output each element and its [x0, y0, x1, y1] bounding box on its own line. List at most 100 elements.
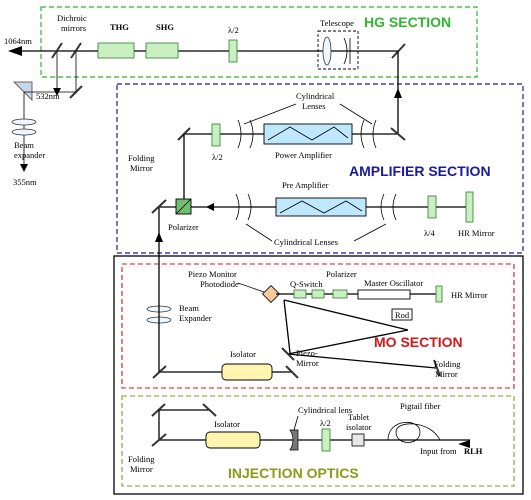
telescope-lens-2 — [343, 37, 351, 65]
label-telescope: Telescope — [320, 18, 354, 28]
amp-top-fold-mirror — [390, 127, 406, 141]
label-pigtail: Pigtail fiber — [400, 401, 441, 411]
label-folding-inj-2: Mirror — [130, 464, 153, 474]
q-switch — [293, 289, 307, 299]
rod-box — [391, 308, 413, 321]
injection-section-box — [121, 395, 515, 487]
label-folding-amp-2: Mirror — [130, 163, 153, 173]
piezo-monitor-pointer — [237, 282, 265, 293]
dichroic-mirror-2 — [70, 42, 82, 59]
power-amp-lens-r2 — [372, 119, 377, 149]
label-power-amp: Power Amplifier — [275, 150, 332, 160]
label-beam-exp-2: expander — [14, 150, 45, 160]
label-master-oscillator: Master Oscillator — [364, 278, 423, 288]
prism-355 — [13, 81, 33, 101]
polarizer-amp-diag — [175, 198, 192, 215]
pre-amp-lens-r1 — [380, 193, 385, 221]
label-tablet-1: Tablet — [348, 412, 370, 422]
label-hr-mirror-amp: HR Mirror — [458, 228, 495, 238]
cyl-lens-inj-pointer — [293, 415, 299, 431]
label-folding-amp-1: Folding — [128, 153, 155, 163]
shg-crystal — [145, 42, 179, 59]
label-beam-exp-mo-2: Expander — [179, 313, 212, 323]
cyl-bottom-pointer-right — [353, 223, 387, 242]
label-rod: Rod — [395, 310, 410, 320]
pre-amp-arrow — [206, 203, 214, 211]
inj-folding-mirror — [151, 433, 167, 447]
input-arrow — [458, 440, 470, 448]
amp-up-arrow — [155, 232, 163, 242]
power-amp-lens-l2 — [249, 119, 254, 149]
label-1064nm: 1064nm — [4, 36, 32, 46]
label-cyl-lens-inj: Cylindrical lens — [298, 405, 352, 415]
label-half-wave-inj: λ/2 — [320, 418, 331, 428]
label-thg: THG — [110, 22, 129, 32]
telescope-lens-1 — [322, 36, 332, 66]
telescope-box — [317, 30, 359, 70]
label-folding-inj-1: Folding — [128, 454, 155, 464]
label-hr-mirror-mo: HR Mirror — [451, 290, 488, 300]
power-amp-zigzag — [267, 126, 349, 141]
pre-amp-zigzag — [279, 200, 363, 214]
half-wave-plate-amp — [211, 123, 221, 147]
label-isolator-inj: Isolator — [214, 419, 240, 429]
label-beam-exp-mo-1: Beam — [179, 303, 199, 313]
mo-fold-beam-3 — [287, 353, 437, 369]
label-polarizer-amp: Polarizer — [168, 222, 199, 232]
tablet-isolator — [351, 433, 365, 447]
amplifier-section-box — [116, 83, 524, 254]
polarizer-mo — [332, 289, 348, 299]
label-quarter-wave: λ/4 — [424, 228, 435, 238]
mo-right-fold-mirror — [285, 365, 299, 379]
half-wave-plate-inj — [321, 428, 331, 452]
cyl-pointer-right — [339, 103, 373, 125]
label-mirrors: mirrors — [61, 23, 86, 33]
output-arrow — [8, 46, 22, 56]
injection-section-title: INJECTION OPTICS — [228, 465, 359, 481]
label-tablet-2: isolator — [346, 422, 372, 432]
power-amp-lens-r1 — [360, 119, 365, 149]
label-q-switch: Q-Switch — [290, 279, 323, 289]
pre-amp-crystal — [275, 197, 367, 217]
isolator-inj — [205, 431, 261, 449]
mo-folding-mirror — [433, 359, 441, 377]
beam-expander-lens-2 — [11, 128, 37, 136]
label-folding-mo-2: Mirror — [435, 369, 458, 379]
beam-arrow-up — [394, 88, 402, 98]
power-amp-crystal — [263, 123, 353, 145]
cyl-pointer-left — [243, 103, 297, 125]
label-shg: SHG — [156, 22, 174, 32]
label-rlh: RLH — [464, 446, 483, 456]
piezo-monitor-photodiode — [261, 284, 281, 304]
half-wave-plate-hg — [228, 39, 238, 63]
mo-fold-beam-2 — [287, 329, 409, 355]
pre-amp-lens-l2 — [247, 193, 252, 221]
label-pre-amp: Pre Amplifier — [282, 180, 329, 190]
q-switch-2 — [311, 289, 325, 299]
mo-section-box — [121, 263, 515, 389]
label-folding-mo-1: Folding — [434, 359, 461, 369]
master-oscillator-rod — [357, 289, 411, 300]
hr-mirror-mo — [435, 285, 443, 303]
power-amp-lens-l1 — [237, 119, 242, 149]
label-532nm: 532nm — [36, 91, 60, 101]
label-piezo-monitor-1: Piezo Monitor — [188, 269, 237, 279]
hr-mirror-amp — [465, 191, 474, 223]
label-cyl-lenses-top-1: Cylindrical — [296, 91, 335, 101]
label-piezo-monitor-2: Photodiode — [200, 279, 239, 289]
inj-top-right-mirror — [202, 403, 217, 417]
label-dichroic: Dichroic — [57, 13, 87, 23]
label-input-from: Input from — [420, 446, 457, 456]
pre-amp-lens-r2 — [392, 193, 397, 221]
isolator-mo — [221, 363, 273, 381]
label-piezo-mirror-2: Mirror — [296, 358, 319, 368]
cyl-bottom-pointer-left — [245, 223, 273, 242]
beam-355-arrow — [20, 164, 28, 172]
label-half-wave-hg: λ/2 — [228, 25, 239, 35]
mo-fold-beam-1 — [283, 299, 409, 331]
dichroic-mirror-1 — [51, 42, 63, 59]
label-half-wave-amp: λ/2 — [212, 152, 223, 162]
label-cyl-lenses-bottom: Cylindrical Lenses — [274, 237, 338, 247]
label-cyl-lenses-top-2: Lenses — [302, 101, 326, 111]
